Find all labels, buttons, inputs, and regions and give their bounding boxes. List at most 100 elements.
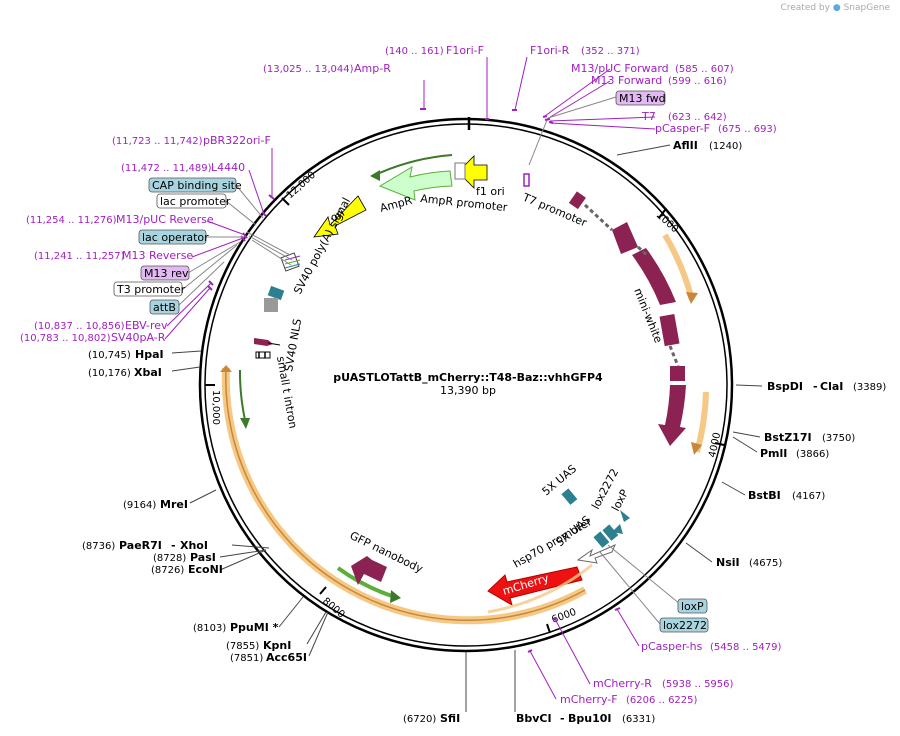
site-bbvci: BbvCI (516, 712, 552, 725)
gfp-nanobody-orf-arrowhead (390, 590, 401, 603)
orange-arrowheads (220, 292, 702, 455)
tick-label-10000: 10,000 (210, 390, 221, 425)
sv40-polya-marks (280, 252, 301, 272)
primer-pbr322ori-f: pBR322ori-F (203, 134, 271, 147)
ampr-orf-arrowhead (370, 170, 380, 181)
primer-ebv-rev-pos: (10,837 .. 10,856) (34, 321, 125, 332)
ampr-arrow (378, 165, 453, 201)
primer-ebv-rev: EBV-rev (125, 319, 168, 332)
site-xbai: XbaI (134, 366, 162, 379)
primer-m13-puc-reverse-pos: (11,254 .. 11,276) (26, 215, 117, 226)
t3-promoter-box-label: T3 promoter (116, 283, 186, 296)
primer-t7-pos: (623 .. 642) (668, 112, 727, 123)
lox-leaders (599, 544, 681, 625)
hsp70-promoter-arrow (576, 544, 616, 564)
site-clai: ClaI (820, 380, 843, 393)
loxp-box-label: loxP (681, 600, 704, 613)
site-mrei-pos: (9164) (123, 500, 156, 511)
uas5x-a-mark (561, 488, 578, 505)
site-acc65i: Acc65I (266, 651, 307, 664)
orange-band-inner (225, 367, 586, 621)
ampr-label: AmpR (378, 194, 413, 215)
site-leader-lines (171, 144, 763, 712)
primer-m13-forward-pos: (599 .. 616) (668, 76, 727, 87)
tick-label-4000: 4000 (707, 431, 723, 458)
site-aflii: AflII (673, 139, 698, 152)
primer-l4440-pos: (11,472 .. 11,489) (121, 163, 212, 174)
site-econi-pos: (8726) (151, 565, 184, 576)
primer-pcasper-hs: pCasper-hs (641, 640, 703, 653)
plasmid-length: 13,390 bp (440, 384, 496, 397)
snapgene-logo-icon: ● (832, 3, 841, 13)
tick-marks (205, 197, 725, 634)
primer-f1ori-f-pos: (140 .. 161) (385, 46, 444, 57)
ampr-orf-line (374, 154, 453, 176)
site-aflii-pos: (1240) (709, 141, 742, 152)
mcherry-outline (487, 563, 593, 614)
site-paer7i-dash: - (171, 539, 176, 552)
primer-mcherry-f-pos: (6206 .. 6225) (626, 695, 698, 706)
site-kpni: KpnI (263, 639, 291, 652)
primer-pbr322ori-f-pos: (11,723 .. 11,742) (112, 136, 203, 147)
backbone-outer (198, 117, 734, 653)
primer-m13-puc-forward-pos: (585 .. 607) (675, 64, 734, 75)
primer-t7: T7 (641, 110, 656, 123)
lac-operator-box-label: lac operator (142, 231, 209, 244)
primer-mcherry-r: mCherry-R (593, 677, 652, 690)
f1-ori-label: f1 ori (476, 185, 505, 198)
primer-pcasper-f: pCasper-F (655, 122, 710, 135)
primer-m13-reverse-pos: (11,241 .. 11,257) (34, 251, 125, 262)
site-bstz17i-pos: (3750) (822, 433, 855, 444)
site-hpai: HpaI (135, 348, 164, 361)
sv40-polya-label: SV40 poly(A) signal (291, 195, 353, 296)
uas5x-a-label: 5X UAS (540, 462, 579, 498)
f1-ori-arrow (457, 155, 488, 189)
site-bstz17i: BstZ17I (764, 431, 812, 444)
plasmid-name: pUASTLOTattB_mCherry::T48-Baz::vhhGFP4 (333, 371, 603, 384)
leader-lines (164, 56, 656, 700)
site-bstbi: BstBI (748, 489, 781, 502)
small-t-intron-arrow (254, 338, 273, 346)
ori-label: ori (328, 206, 347, 224)
primer-m13-reverse: M13 Reverse (122, 249, 193, 262)
site-ppumi-pos: (8103) (193, 623, 226, 634)
credit-label: Created by (780, 3, 830, 13)
primer-f1ori-r-pos: (352 .. 371) (581, 46, 640, 57)
site-sfii-pos: (6720) (403, 714, 436, 725)
site-bpu10i: Bpu10I (568, 712, 612, 725)
primer-m13-forward: M13 Forward (591, 74, 662, 87)
primer-f1ori-r: F1ori-R (530, 44, 570, 57)
m13-rev-box-label: M13 rev (144, 267, 189, 280)
mini-white-connectors (583, 203, 680, 367)
primer-sv40pa-r: SV40pA-R (111, 331, 166, 344)
primer-pcasper-f-pos: (675 .. 693) (718, 124, 777, 135)
site-bspdi-pos: (3389) (853, 382, 886, 393)
site-pmli-pos: (3866) (796, 449, 829, 460)
cap-binding-box (148, 177, 237, 193)
site-bbvci-dash: - (560, 712, 565, 725)
m13-fwd-box (615, 90, 666, 106)
site-nsii: NsiI (716, 556, 740, 569)
primer-mcherry-f: mCherry-F (560, 693, 618, 706)
site-hpai-pos: (10,745) (88, 350, 131, 361)
site-bstbi-pos: (4167) (792, 491, 825, 502)
site-paer7i-pos: (8736) (82, 541, 115, 552)
small-t-intron-line (267, 342, 281, 346)
m13-fwd-box-label: M13 fwd (619, 92, 666, 105)
intron-orf-arrowhead (240, 418, 250, 429)
site-bspdi-dash: - (813, 380, 818, 393)
primer-l4440: L4440 (211, 161, 245, 174)
primer-m13-puc-reverse: M13/pUC Reverse (116, 213, 214, 226)
loxp-box (677, 598, 708, 614)
site-paer7i: PaeR7I (119, 539, 162, 552)
lac-operator-box (138, 229, 207, 245)
m13-rev-box (140, 265, 190, 281)
primer-f1ori-f: F1ori-F (446, 44, 484, 57)
site-pasi-pos: (8728) (153, 553, 186, 564)
feature-leader-lines (177, 96, 617, 307)
lac-promoter-box-label: lac promoter (160, 195, 231, 208)
lox2272-box (659, 617, 709, 633)
mcherry-arrow (487, 566, 583, 607)
t7-promoter-mark (523, 173, 530, 187)
